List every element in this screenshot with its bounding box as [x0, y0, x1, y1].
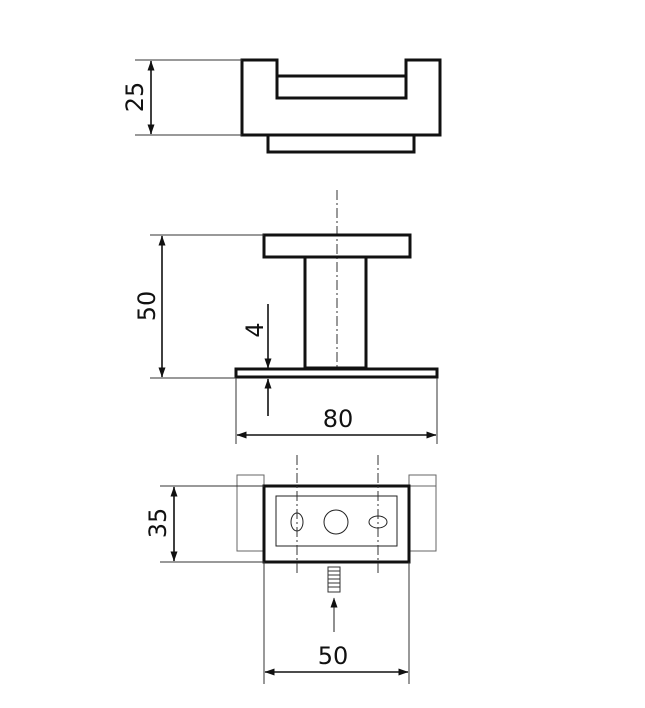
left-slot-hole: [290, 512, 304, 532]
top-view-base-plate: [266, 133, 416, 154]
bottom-view: 35 50: [144, 455, 437, 684]
side-view-height-label: 50: [133, 291, 161, 322]
bottom-view-inner-frame: [275, 495, 398, 547]
plate-thickness-label: 4: [241, 322, 269, 337]
bottom-view-right-bracket: [408, 474, 437, 552]
set-screw-icon: [327, 566, 341, 593]
top-view-inner-slot: [275, 74, 408, 100]
top-view: 25: [121, 58, 442, 154]
side-view-post: [303, 255, 368, 370]
center-hole: [323, 509, 349, 535]
bottom-view-outer-frame: [262, 484, 411, 564]
bottom-width-label: 50: [318, 642, 349, 670]
top-view-height-label: 25: [121, 82, 149, 113]
right-slot-hole: [368, 515, 388, 529]
side-view: 50 4 80: [133, 190, 439, 444]
base-width-label: 80: [323, 405, 354, 433]
side-view-base-plate: [234, 367, 439, 379]
bottom-view-height-label: 35: [144, 508, 172, 539]
